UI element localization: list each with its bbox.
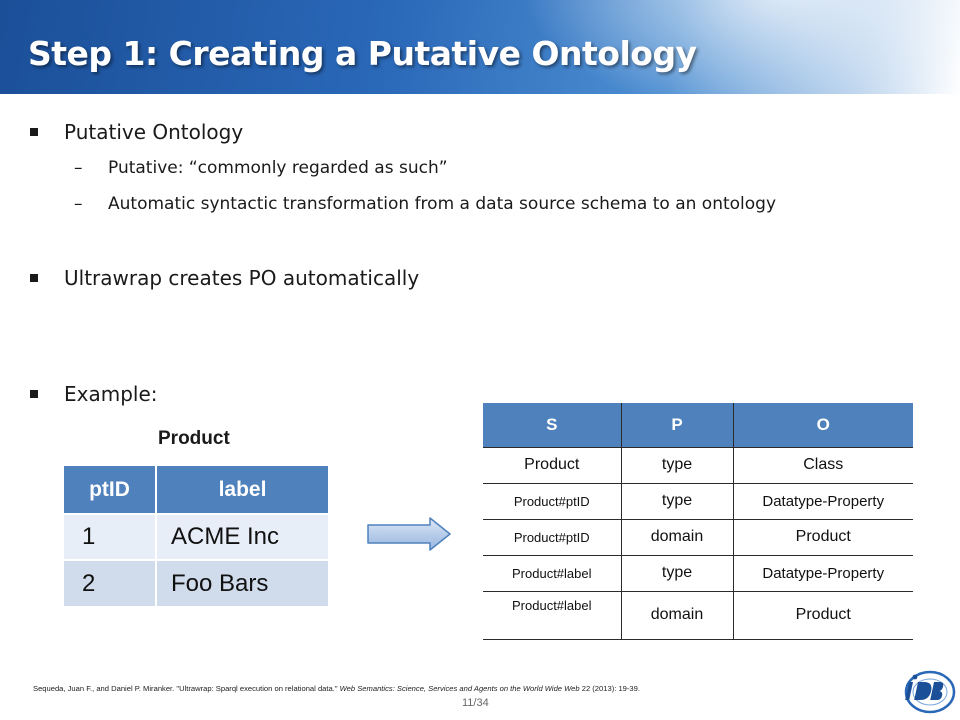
spo-table-header-row: S P O — [483, 403, 913, 447]
table-row: 2 Foo Bars — [64, 559, 328, 606]
spo-cell-object: Datatype-Property — [733, 482, 913, 519]
table-row: Product#label type Datatype-Property — [483, 554, 913, 591]
product-header-ptid: ptID — [64, 466, 157, 514]
spo-cell-subject: Product#ptID — [483, 482, 622, 519]
product-cell-label: Foo Bars — [156, 559, 328, 606]
product-table-caption: Product — [158, 428, 230, 449]
spo-cell-predicate: type — [621, 554, 734, 591]
table-row: Product#ptID domain Product — [483, 518, 913, 555]
sub-bullet-putative-definition: –Putative: “commonly regarded as such” — [74, 158, 448, 178]
sub-bullet-automatic-transformation: –Automatic syntactic transformation from… — [74, 194, 777, 214]
spo-cell-predicate: type — [621, 482, 734, 519]
spo-cell-object: Class — [733, 446, 913, 483]
spo-cell-subject: Product — [483, 446, 622, 483]
bullet-square-icon — [30, 274, 38, 282]
table-row: 1 ACME Inc — [64, 513, 328, 560]
bullet-putative-ontology: Putative Ontology — [30, 120, 243, 144]
spo-cell-subject: Product#label — [483, 554, 622, 591]
spo-cell-object: Product — [733, 518, 913, 555]
spo-cell-subject: Product#ptID — [483, 518, 622, 555]
banner-shine — [520, 0, 960, 94]
product-table: ptID label 1 ACME Inc 2 Foo Bars — [64, 466, 328, 606]
spo-cell-predicate: domain — [621, 518, 734, 555]
table-row: Product#ptID type Datatype-Property — [483, 482, 913, 519]
table-row: Product type Class — [483, 446, 913, 483]
slide-title: Step 1: Creating a Putative Ontology — [28, 34, 697, 73]
spo-cell-subject: Product#label — [483, 590, 622, 640]
product-cell-ptid: 1 — [64, 513, 157, 560]
right-arrow-icon — [367, 517, 451, 551]
page-number: 11/34 — [462, 697, 489, 709]
title-banner: Step 1: Creating a Putative Ontology — [0, 0, 960, 94]
spo-header-s: S — [483, 403, 622, 447]
spo-header-p: P — [621, 403, 734, 447]
spo-table: S P O Product type Class Product#ptID ty… — [483, 403, 913, 640]
product-header-label: label — [156, 466, 328, 514]
bullet-square-icon — [30, 390, 38, 398]
product-cell-label: ACME Inc — [156, 513, 328, 560]
citation: Sequeda, Juan F., and Daniel P. Miranker… — [33, 684, 640, 693]
product-table-header-row: ptID label — [64, 466, 328, 514]
spo-header-o: O — [733, 403, 913, 447]
spo-cell-predicate: domain — [621, 590, 734, 640]
spo-cell-object: Datatype-Property — [733, 554, 913, 591]
table-row: Product#label domain Product — [483, 590, 913, 640]
bullet-square-icon — [30, 128, 38, 136]
product-cell-ptid: 2 — [64, 559, 157, 606]
bullet-ultrawrap: Ultrawrap creates PO automatically — [30, 266, 419, 290]
spo-cell-predicate: type — [621, 446, 734, 483]
spo-cell-object: Product — [733, 590, 913, 640]
bullet-example: Example: — [30, 382, 158, 406]
idb-logo — [904, 670, 956, 714]
